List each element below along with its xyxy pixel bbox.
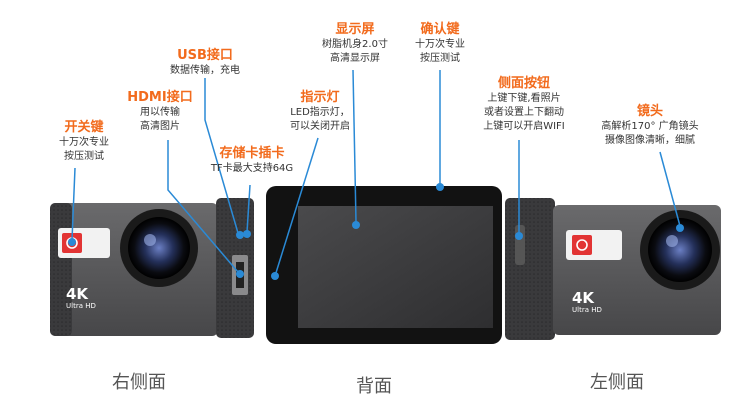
callout-title: 侧面按钮 xyxy=(497,76,550,91)
pointer-power xyxy=(71,167,76,241)
lens-icon-left xyxy=(648,218,712,282)
display-screen xyxy=(298,206,493,328)
callout-line: 按压测试 xyxy=(420,53,460,64)
callout-line: 摄像图像清晰，细腻 xyxy=(605,135,695,146)
pointer-indicator xyxy=(274,137,319,277)
camera-grip xyxy=(50,203,72,336)
badge-sub: Ultra HD xyxy=(572,306,602,314)
pointer-usb xyxy=(204,78,239,234)
dot-side-button xyxy=(515,232,523,240)
power-icon-ring-left xyxy=(576,239,588,251)
dot-display xyxy=(352,221,360,229)
pointer-hdmi xyxy=(167,140,239,273)
callout-line: 高清显示屏 xyxy=(330,53,380,64)
callout-usb: USB接口 数据传输，充电 xyxy=(150,48,260,78)
camera-side-panel-left xyxy=(505,198,555,340)
callout-display: 显示屏 树脂机身2.0寸 高清显示屏 xyxy=(314,22,396,66)
camera-left-side-view xyxy=(505,198,721,340)
callout-title: 指示灯 xyxy=(300,90,340,105)
callout-line: 十万次专业 xyxy=(59,137,109,148)
lens-glare-left xyxy=(666,235,678,247)
pointer-lines xyxy=(71,69,681,277)
callout-title: USB接口 xyxy=(177,48,233,63)
callout-line: 用以传输 xyxy=(140,107,180,118)
pointer-dots xyxy=(68,221,684,280)
callout-line: 数据传输，充电 xyxy=(170,65,240,76)
lens-icon xyxy=(128,217,190,279)
callout-line: 树脂机身2.0寸 xyxy=(322,39,388,50)
camera-badge-left-view: 4K Ultra HD xyxy=(572,291,602,315)
callout-indicator: 指示灯 LED指示灯， 可以关闭开启 xyxy=(280,90,360,134)
callout-power: 开关键 十万次专业 按压测试 xyxy=(45,120,123,164)
callout-line: TF卡最大支持64G xyxy=(210,163,294,174)
power-icon-left xyxy=(572,235,592,255)
callout-confirm: 确认键 十万次专业 按压测试 xyxy=(404,22,476,66)
callout-line: LED指示灯， xyxy=(290,107,350,118)
badge-sub: Ultra HD xyxy=(66,302,96,310)
callout-line: 十万次专业 xyxy=(415,39,465,50)
dot-sdcard xyxy=(243,230,251,238)
callout-title: 开关键 xyxy=(64,120,104,135)
callout-line: 或者设置上下翻动 xyxy=(484,107,564,118)
pointer-display xyxy=(352,69,357,223)
callout-lens: 镜头 高解析170° 广角镜头 摄像图像清晰，细腻 xyxy=(594,104,706,148)
pointer-lens xyxy=(659,151,681,227)
callout-title: 存储卡插卡 xyxy=(219,146,285,161)
camera-badge-right-view: 4K Ultra HD xyxy=(66,287,96,311)
view-label-back: 背面 xyxy=(356,376,392,397)
camera-back-view xyxy=(266,183,502,344)
side-button xyxy=(515,225,525,265)
callout-line: 上键可以开启WIFI xyxy=(483,121,565,132)
badge-main: 4K xyxy=(66,285,89,303)
callout-hdmi: HDMI接口 用以传输 高清图片 xyxy=(112,90,208,134)
lens-glare xyxy=(144,234,156,246)
dot-indicator xyxy=(271,272,279,280)
badge-main: 4K xyxy=(572,289,595,307)
callout-line: 按压测试 xyxy=(64,151,104,162)
view-label-right: 右侧面 xyxy=(112,372,166,393)
dot-hdmi xyxy=(236,270,244,278)
callout-title: 镜头 xyxy=(636,104,663,119)
callout-line: 可以关闭开启 xyxy=(290,121,350,132)
callout-title: 显示屏 xyxy=(335,22,375,37)
callout-side-button: 侧面按钮 上键下键,看照片 或者设置上下翻动 上键可以开启WIFI xyxy=(476,76,572,134)
dot-lens xyxy=(676,224,684,232)
dot-usb xyxy=(236,231,244,239)
camera-right-side-view xyxy=(50,198,254,338)
confirm-button-marker xyxy=(436,183,444,191)
pointer-sdcard xyxy=(246,184,251,233)
callout-line: 高清图片 xyxy=(140,121,180,132)
callout-line: 高解析170° 广角镜头 xyxy=(601,121,699,132)
callout-line: 上键下键,看照片 xyxy=(487,93,561,104)
callout-sdcard: 存储卡插卡 TF卡最大支持64G xyxy=(200,146,304,176)
callout-title: HDMI接口 xyxy=(127,90,193,105)
callout-title: 确认键 xyxy=(420,22,460,37)
dot-power xyxy=(68,238,76,246)
view-label-left: 左侧面 xyxy=(590,372,644,393)
